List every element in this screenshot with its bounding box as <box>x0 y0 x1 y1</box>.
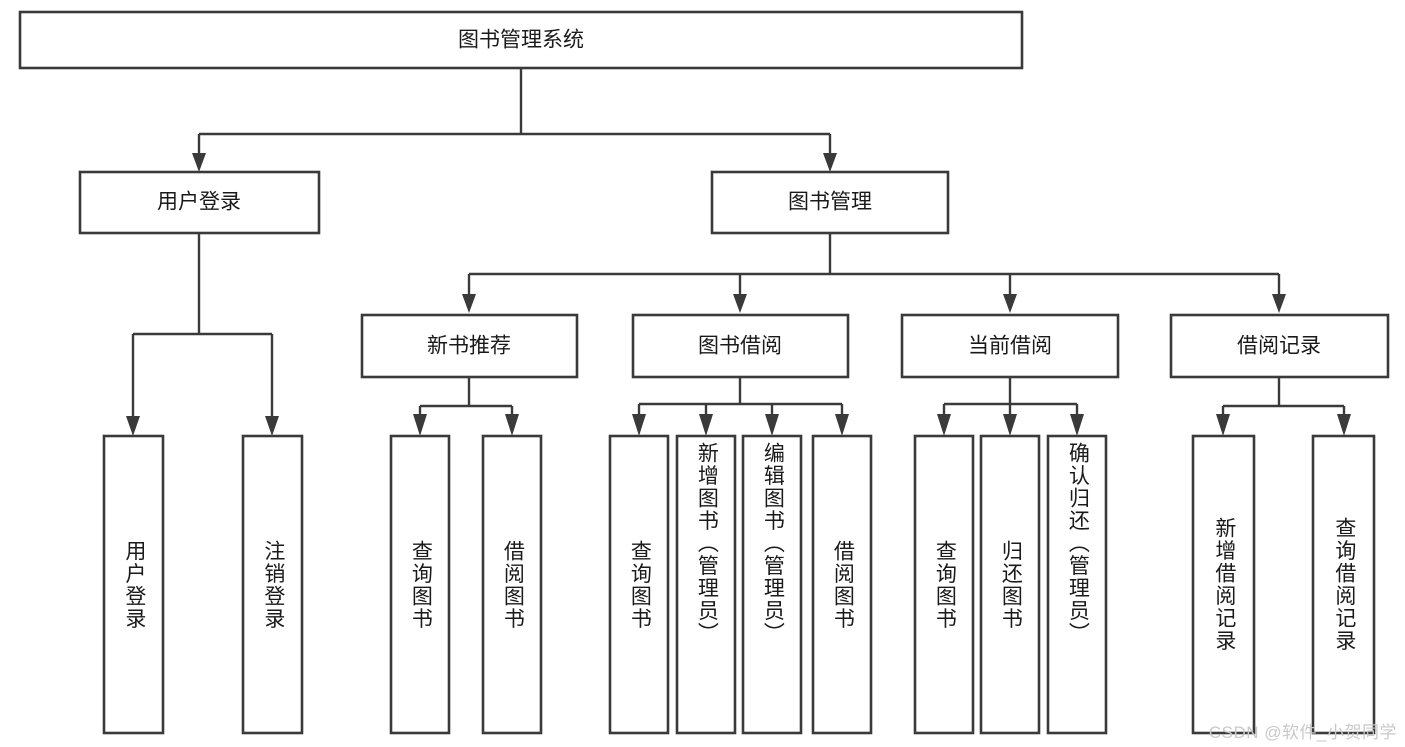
leaf-current-borrow-1[interactable] <box>979 434 1041 735</box>
connector-new-book-to-leaves <box>413 378 519 436</box>
node-user-login[interactable]: 用户登录 <box>78 170 321 235</box>
node-root[interactable]: 图书管理系统 <box>18 10 1024 70</box>
leaf-user-login-1[interactable] <box>241 434 304 735</box>
leaf-new-book-0[interactable] <box>389 434 451 735</box>
node-book-manage-label: 图书管理 <box>788 191 872 214</box>
leaf-book-borrow-1[interactable] <box>675 434 737 735</box>
connector-current-borrow-to-leaves <box>937 378 1084 436</box>
node-root-label: 图书管理系统 <box>458 29 584 52</box>
node-new-book-recommend-label: 新书推荐 <box>427 335 511 358</box>
connector-book-manage-to-level3 <box>462 233 1286 313</box>
connector-book-borrow-to-leaves <box>632 378 849 436</box>
node-current-borrow[interactable]: 当前借阅 <box>900 313 1120 379</box>
node-book-borrow[interactable]: 图书借阅 <box>631 313 850 379</box>
node-borrow-record-label: 借阅记录 <box>1237 335 1321 358</box>
leaf-book-borrow-3[interactable] <box>811 434 873 735</box>
node-borrow-record[interactable]: 借阅记录 <box>1169 313 1390 379</box>
node-new-book-recommend[interactable]: 新书推荐 <box>360 313 579 379</box>
connector-borrow-record-to-leaves <box>1216 378 1351 436</box>
node-book-manage[interactable]: 图书管理 <box>710 170 950 235</box>
leaf-new-book-1[interactable] <box>481 434 543 735</box>
leaf-book-borrow-2[interactable] <box>741 434 803 735</box>
connector-root-to-level2 <box>192 69 837 172</box>
node-user-login-label: 用户登录 <box>157 191 241 214</box>
leaf-book-borrow-0[interactable] <box>608 434 670 735</box>
watermark: CSDN @软件_小贺同学 <box>1208 723 1397 742</box>
node-book-borrow-label: 图书借阅 <box>698 335 782 358</box>
leaf-current-borrow-2[interactable] <box>1046 434 1108 735</box>
leaf-borrow-record-1[interactable] <box>1311 434 1376 735</box>
leaf-borrow-record-0[interactable] <box>1191 434 1256 735</box>
connector-user-login-to-leaves <box>126 233 279 436</box>
leaf-user-login-0[interactable] <box>102 434 165 735</box>
leaf-current-borrow-0[interactable] <box>913 434 975 735</box>
node-current-borrow-label: 当前借阅 <box>968 335 1052 358</box>
